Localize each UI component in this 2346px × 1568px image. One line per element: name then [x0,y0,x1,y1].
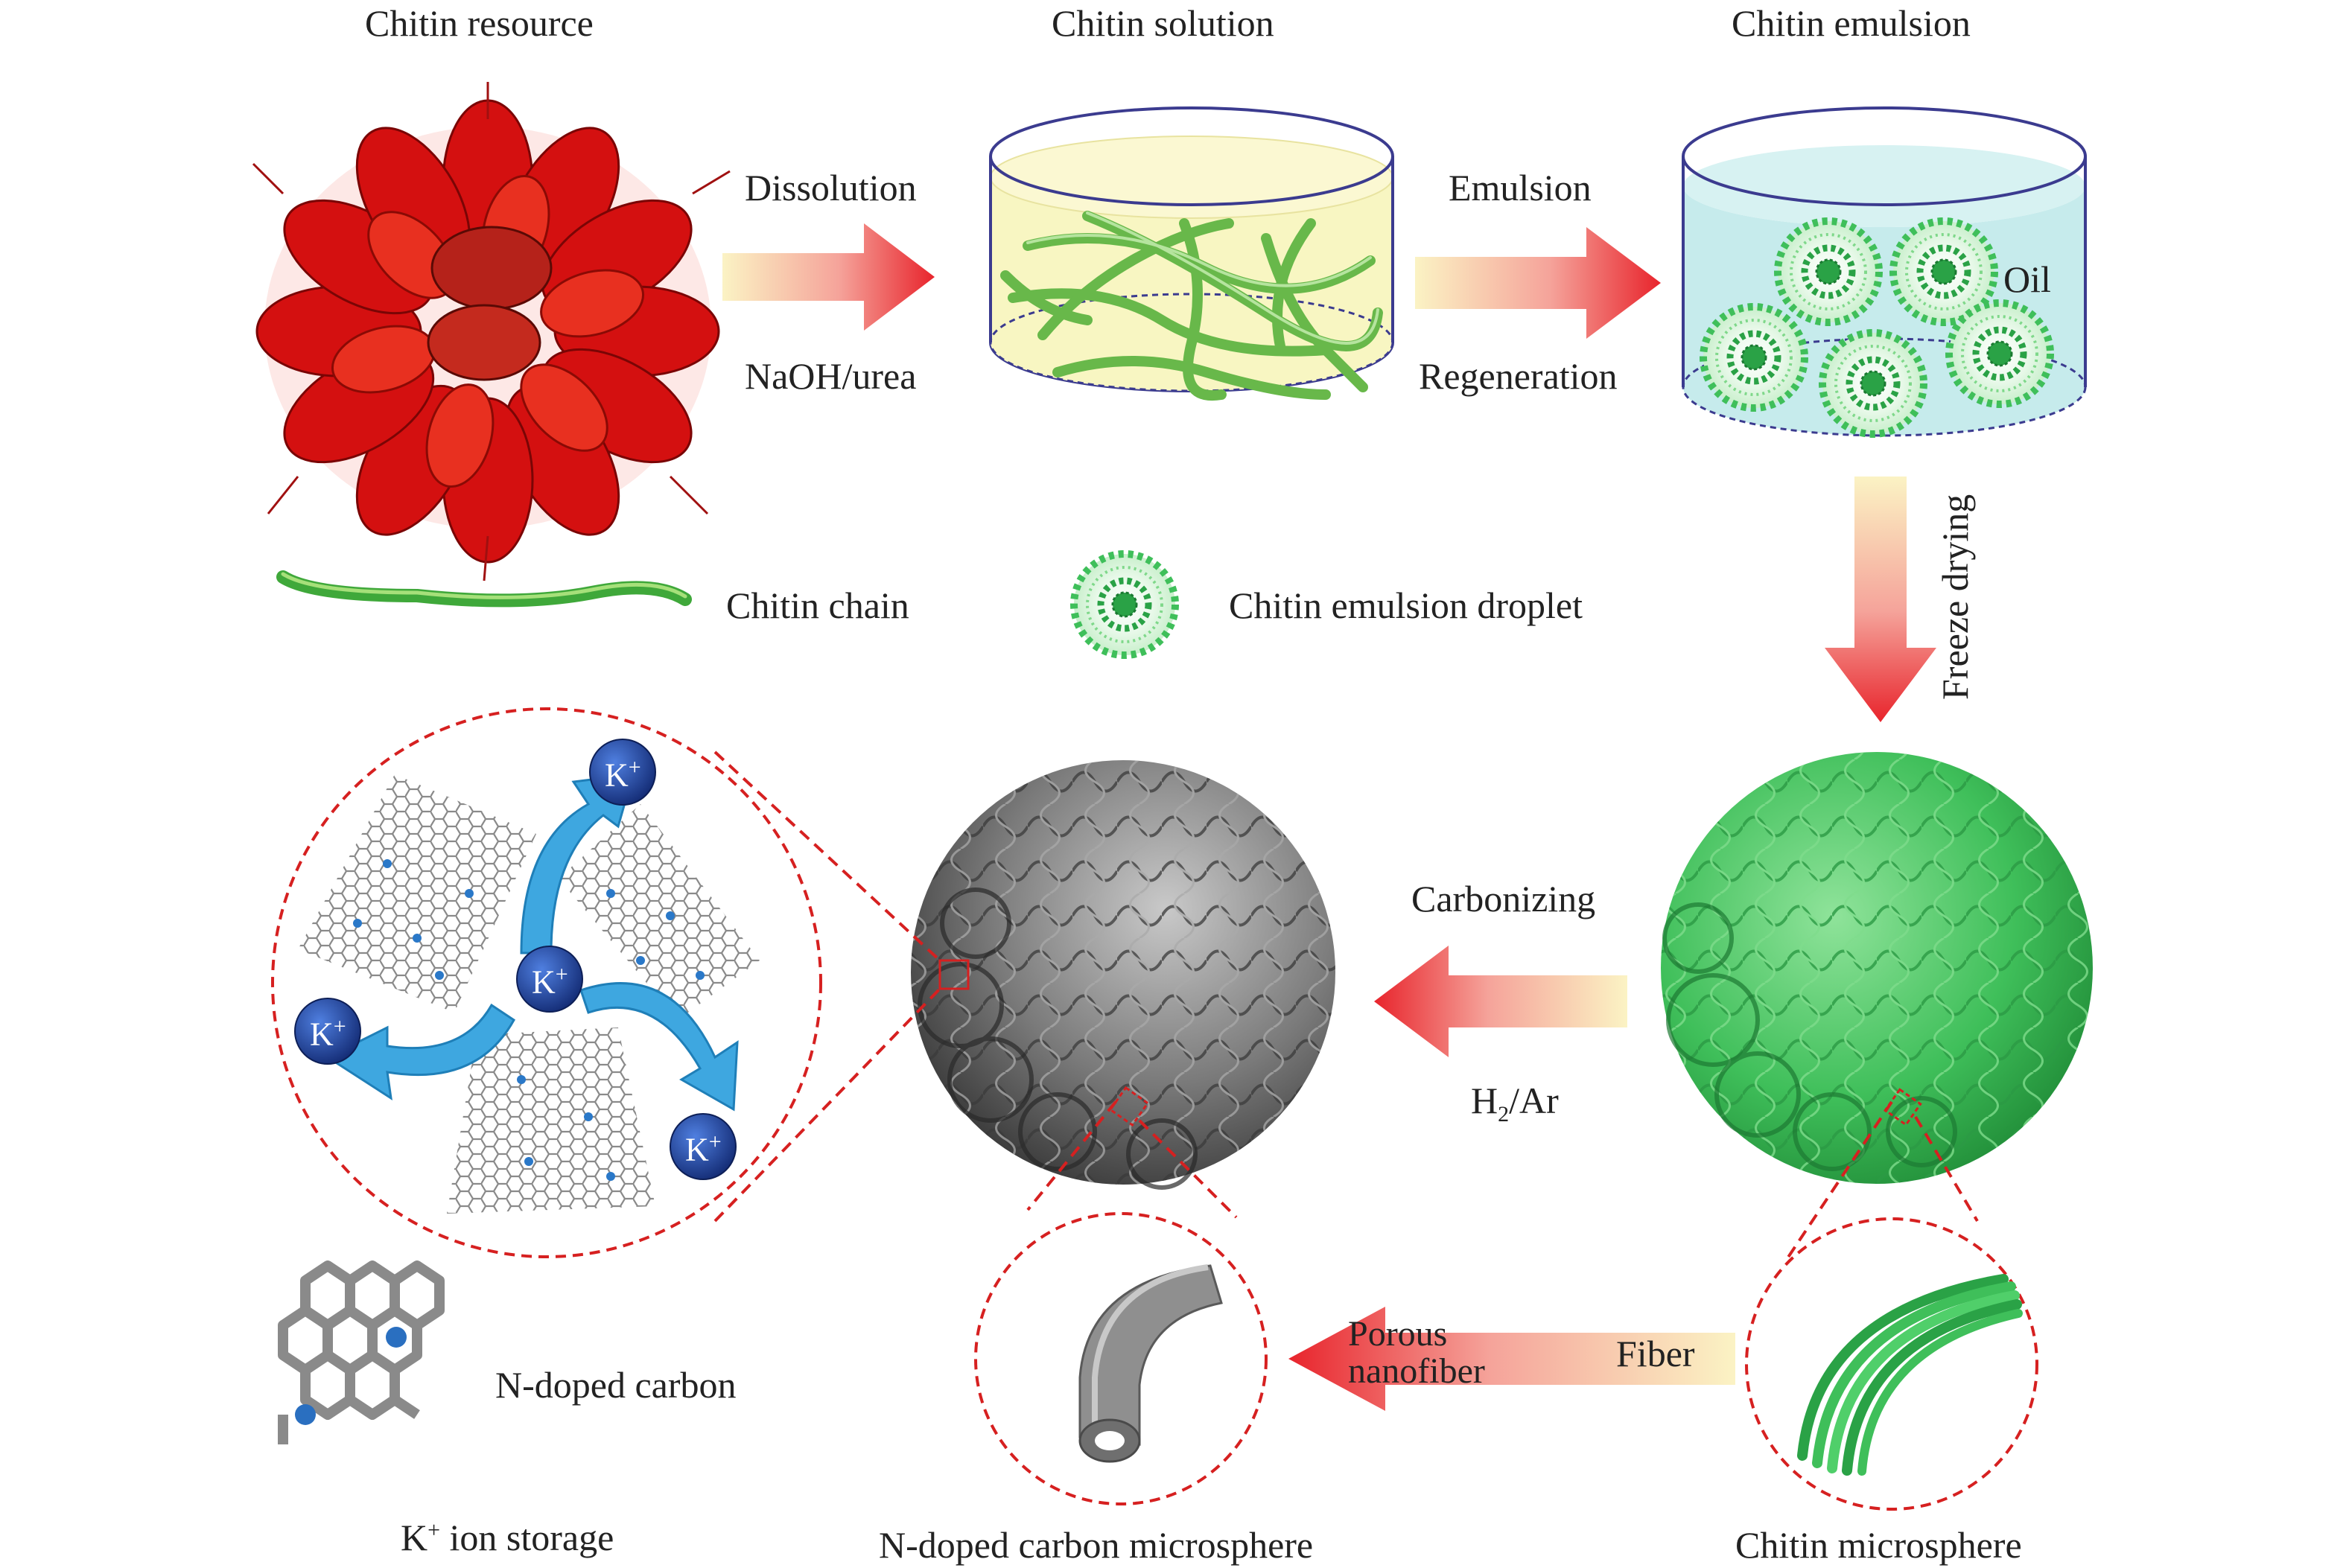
ar-text: /Ar [1509,1080,1559,1121]
porous-nanofiber-zoom [976,1214,1266,1504]
legend-chitin-chain: Chitin chain [726,587,909,624]
k-ion-label-top: K+ [605,756,641,792]
porous-nanofiber-label-1: Porous [1348,1316,1447,1352]
step-freeze-drying: Freeze drying [1936,494,1974,700]
k-ion-label-right: K+ [685,1131,722,1167]
stage-label-carbon: N-doped carbon microsphere [879,1526,1313,1564]
chitin-solution-beaker [991,108,1393,395]
step-regeneration: Regeneration [1419,357,1618,395]
step-fiber: Fiber [1616,1335,1695,1372]
step-emulsion: Emulsion [1449,169,1592,206]
legend-chitin-emulsion-droplet: Chitin emulsion droplet [1229,587,1583,624]
carbonizing-arrow [1374,946,1627,1057]
stage-label-microsphere: Chitin microsphere [1735,1526,2022,1564]
oil-label: Oil [2003,261,2051,298]
emulsion-arrow [1415,227,1661,339]
dissolution-arrow [722,223,935,331]
chitin-microsphere [1661,752,2093,1184]
h2-subscript: 2 [1498,1102,1509,1126]
stage-label-solution: Chitin solution [1052,4,1274,42]
carbon-microsphere [911,760,1335,1188]
n-doped-carbon-icon [283,1266,439,1444]
h2-text: H [1471,1080,1498,1121]
step-naoh-urea: NaOH/urea [745,357,916,395]
stage-label-emulsion: Chitin emulsion [1732,4,1971,42]
step-carbonizing: Carbonizing [1411,880,1595,917]
stage-label-resource: Chitin resource [365,4,594,42]
step-h2-ar: H2/Ar [1471,1082,1559,1126]
k-ion-label-left: K+ [310,1016,346,1051]
k-ion-label-center: K+ [532,963,568,999]
legend-n-doped-carbon: N-doped carbon [495,1366,737,1403]
porous-nanofiber-label-2: nanofiber [1348,1354,1485,1389]
chitin-emulsion-droplet-icon [1074,554,1175,655]
step-dissolution: Dissolution [745,169,917,206]
freeze-drying-arrow [1825,477,1936,722]
crayfish-photo [253,82,730,581]
chitin-fiber-zoom [1746,1219,2037,1509]
k-ion-storage-label: K+ ion storage [401,1519,614,1556]
